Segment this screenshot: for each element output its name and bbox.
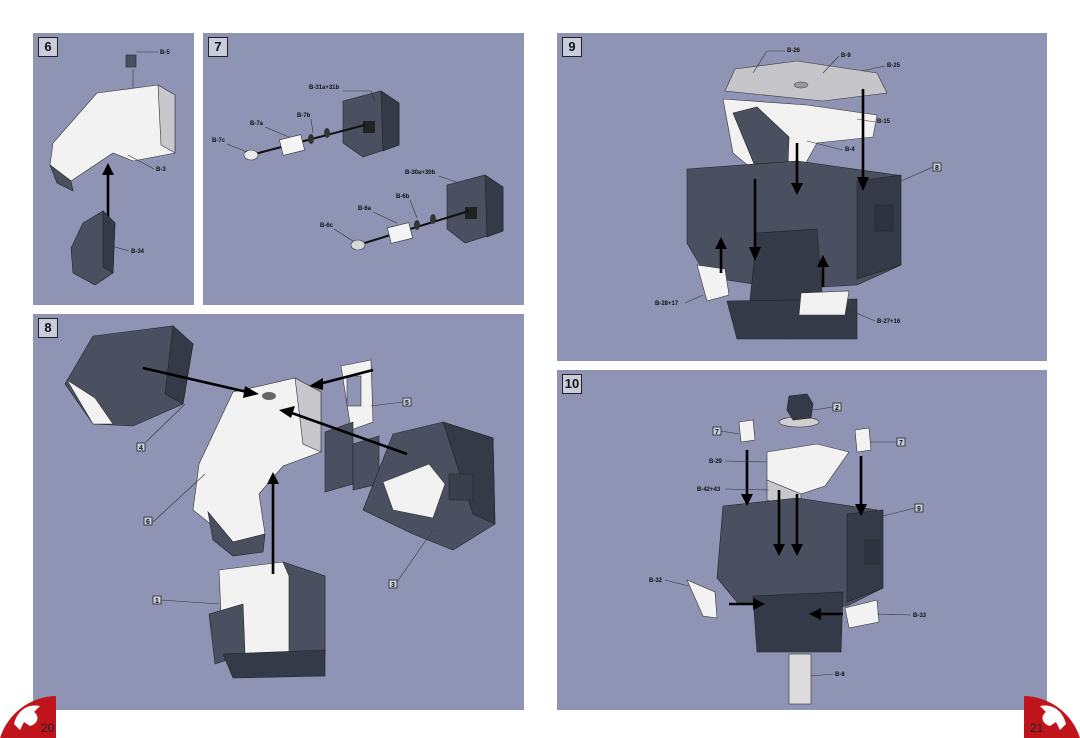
label-b32: B-32 — [649, 578, 663, 584]
ref-8: 8 — [935, 165, 939, 172]
step-6-panel: 6 B-5 B-3 B-34 — [33, 33, 194, 305]
step-6-diagram: B-5 B-3 B-34 — [49, 50, 176, 286]
step-number: 6 — [38, 37, 58, 57]
unicorn-logo-icon — [0, 696, 56, 738]
label-b30a-30b: B-30a+30b — [405, 170, 436, 176]
label-b8: B-8 — [835, 672, 845, 678]
label-b6c: B-6c — [320, 223, 334, 229]
ref-3: 3 — [391, 582, 395, 589]
part-b32 — [686, 579, 718, 619]
label-b25: B-25 — [887, 63, 901, 69]
ref-5: 5 — [405, 400, 409, 407]
label-b3: B-3 — [156, 167, 166, 173]
part-7-left — [738, 419, 756, 443]
label-b29: B-29 — [709, 459, 723, 465]
label-b31a-31b: B-31a+31b — [309, 85, 340, 91]
ref-7-left: 7 — [715, 429, 719, 436]
label-b9: B-9 — [841, 53, 851, 59]
page-number-left: 20 — [41, 721, 55, 735]
step-7-diagram: B-31a+31b B-7a B-7b B-7c B-30a+30b B-6a … — [212, 85, 504, 251]
part-b9-plate — [724, 60, 888, 102]
part-b28 — [696, 264, 730, 302]
label-b7b: B-7b — [297, 113, 311, 119]
part-b27 — [798, 290, 850, 316]
label-b26: B-26 — [787, 48, 801, 54]
step-number: 9 — [562, 37, 582, 57]
label-b28-17: B-28+17 — [655, 301, 679, 307]
label-b7a: B-7a — [250, 121, 264, 127]
step-9-panel: 9 B-26 B-9 B-25 B-15 — [557, 33, 1047, 361]
ref-7-right: 7 — [899, 440, 903, 447]
label-b15: B-15 — [877, 119, 891, 125]
step-10-panel: 10 7 2 — [557, 370, 1047, 710]
label-b5: B-5 — [160, 50, 170, 56]
ref-1: 1 — [155, 598, 159, 605]
ref-2: 2 — [835, 405, 839, 412]
step-number: 7 — [208, 37, 228, 57]
label-b42-43: B-42+43 — [697, 487, 721, 493]
step-9-diagram: B-26 B-9 B-25 B-15 B-4 8 B-28+17 B-27+16 — [655, 48, 942, 340]
label-b4: B-4 — [845, 147, 855, 153]
part-2 — [786, 393, 814, 421]
label-b27-16: B-27+16 — [877, 319, 901, 325]
part-7-right — [854, 427, 872, 453]
page-number-right: 21 — [1030, 721, 1044, 735]
ref-9: 9 — [917, 506, 921, 513]
ref-6: 6 — [146, 519, 150, 526]
part-8-body — [686, 160, 902, 290]
step-7-panel: 7 B-31a+31b B-7a B-7b B-7c B-30a+30b B-6… — [203, 33, 524, 305]
label-b7c: B-7c — [212, 138, 226, 144]
unicorn-logo-icon — [1024, 696, 1080, 738]
step-8-diagram: 4 5 6 1 3 — [64, 325, 496, 679]
step-number: 10 — [562, 374, 582, 394]
ref-4: 4 — [139, 445, 143, 452]
label-b33: B-33 — [913, 613, 927, 619]
part-b8 — [788, 653, 812, 705]
step-10-diagram: 7 2 7 9 B-29 B-42+43 B-32 B-33 B-8 — [649, 393, 927, 705]
step-8-panel: 8 4 — [33, 314, 524, 710]
label-b6b: B-6b — [396, 194, 410, 200]
part-9-body — [716, 497, 884, 611]
label-b6a: B-6a — [358, 206, 372, 212]
part-b33 — [844, 599, 880, 629]
part-b5 — [125, 54, 137, 68]
step-number: 8 — [38, 318, 58, 338]
label-b34: B-34 — [131, 249, 145, 255]
